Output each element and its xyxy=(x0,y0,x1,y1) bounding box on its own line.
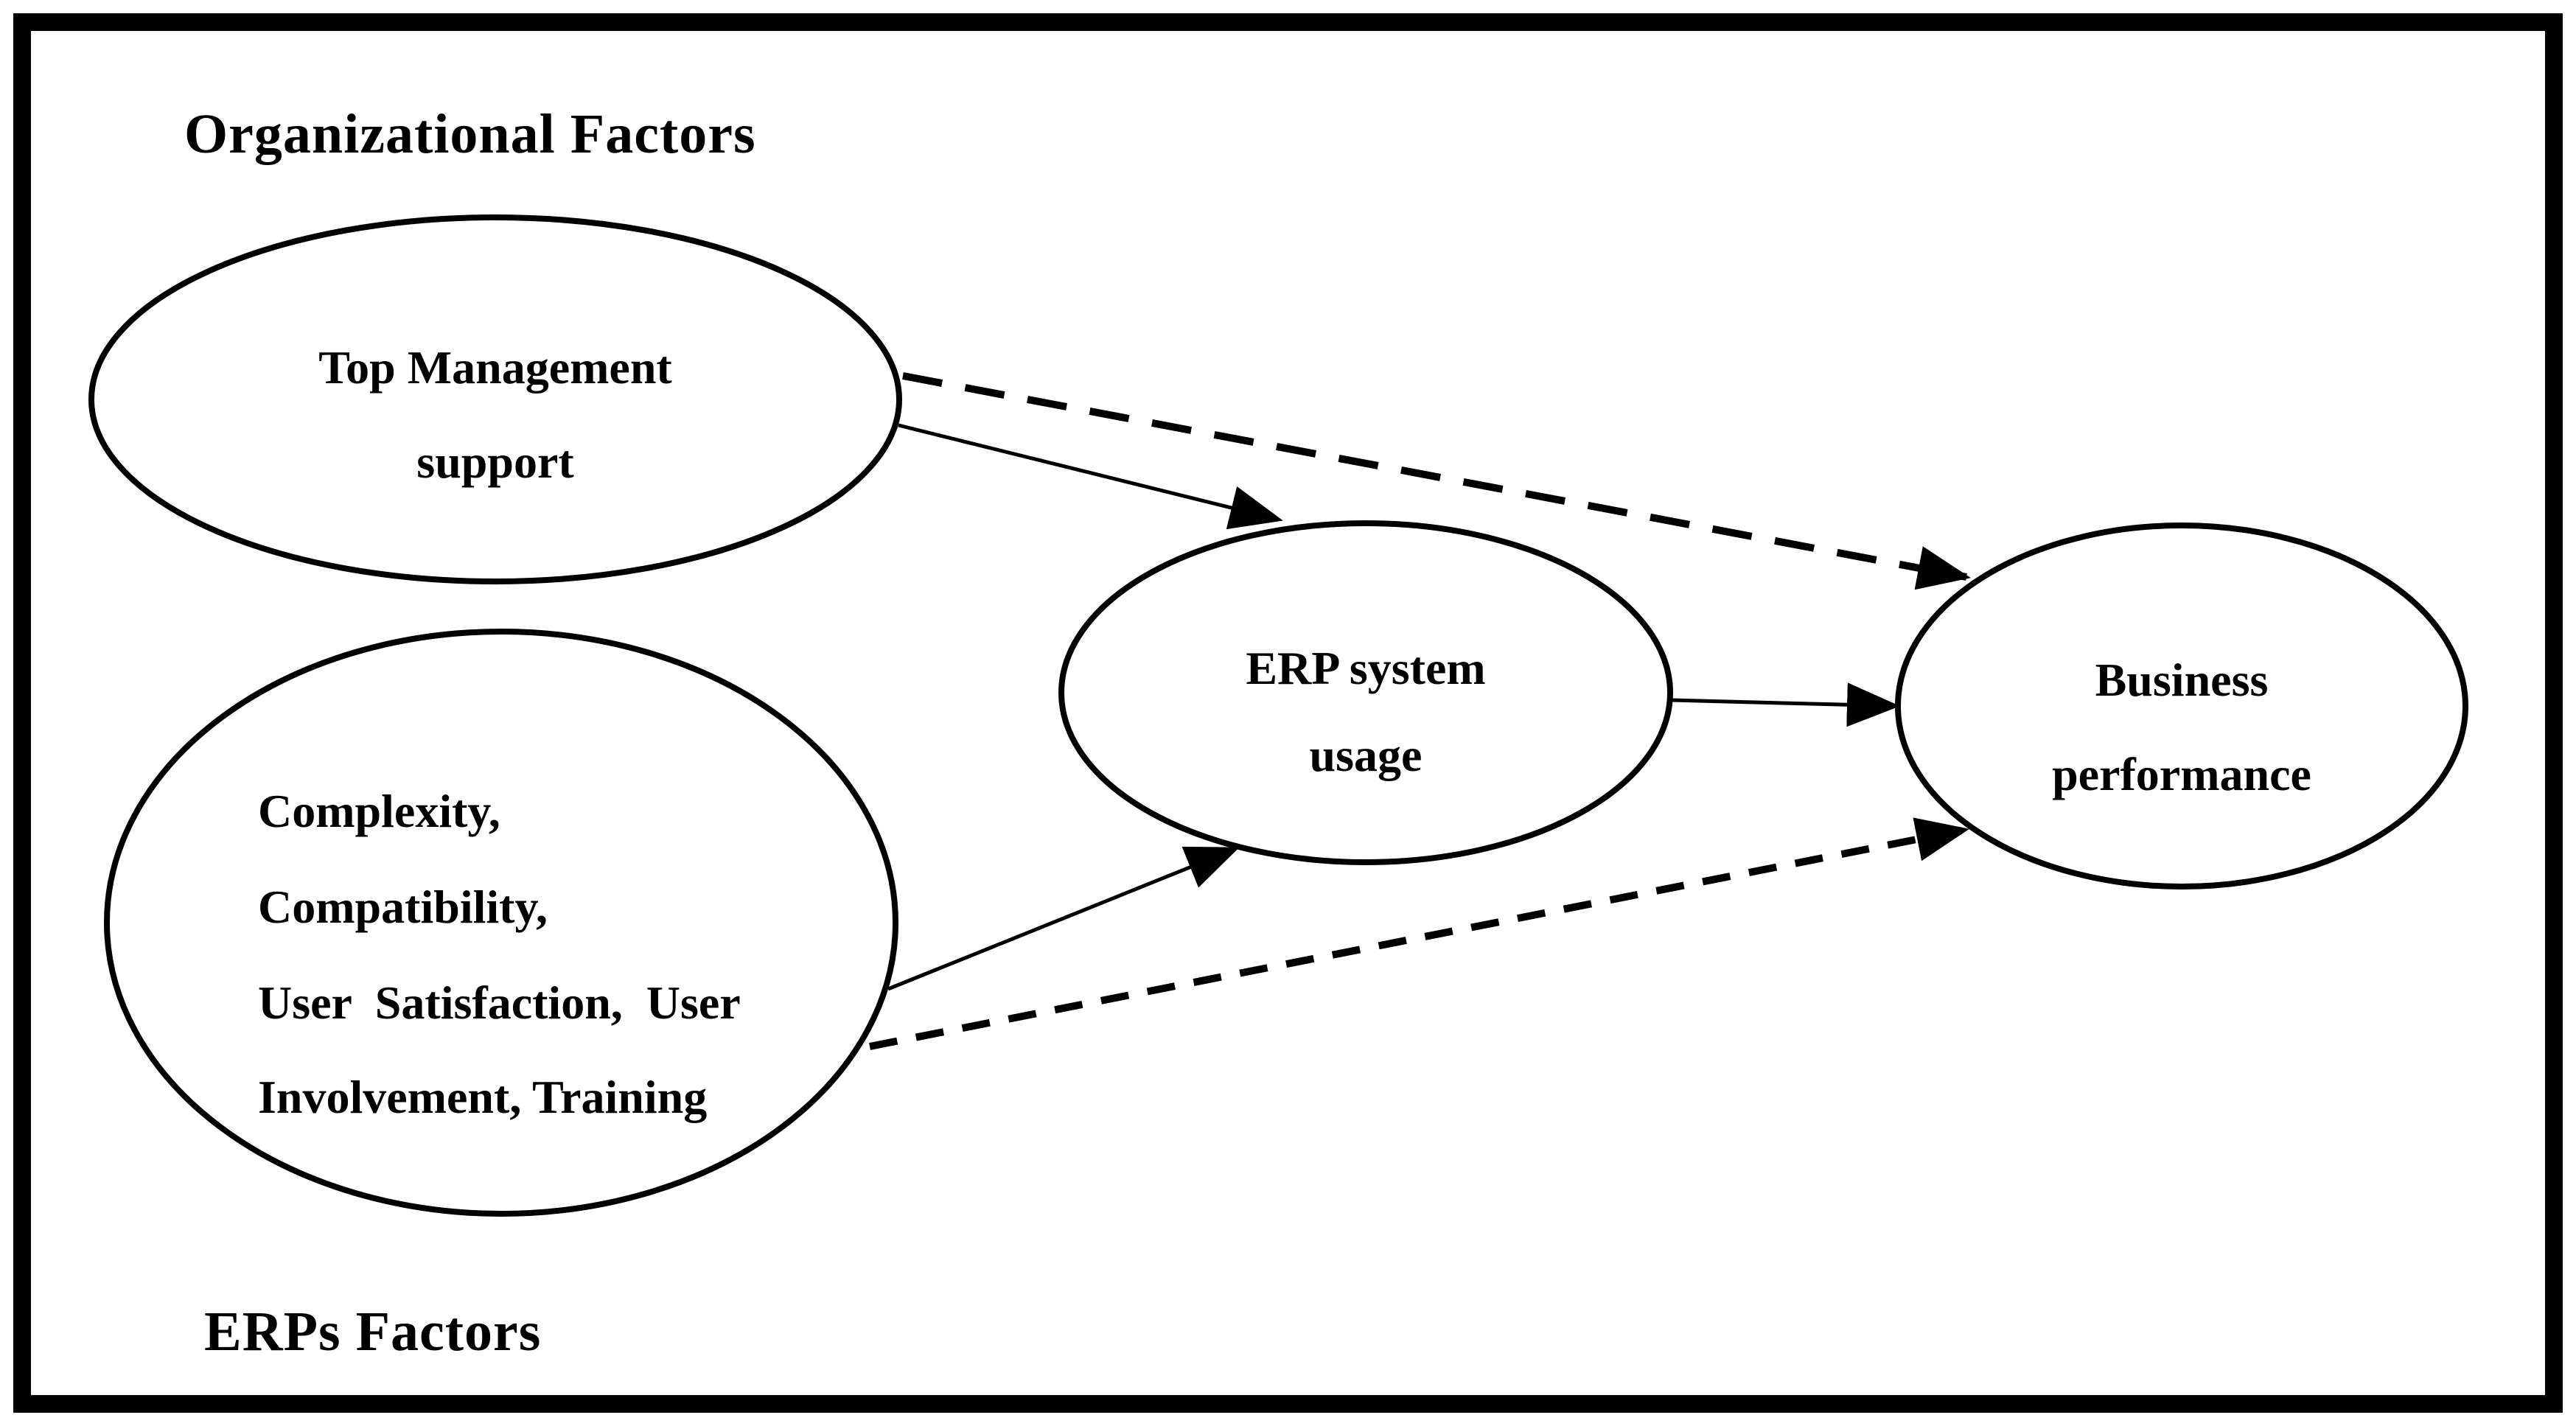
erp-system-usage-line-1: ERP system xyxy=(1246,642,1485,694)
node-business-performance: Business performance xyxy=(1895,522,2468,889)
erp-factors-line-3: User Satisfaction, User xyxy=(258,976,741,1029)
erp-system-usage-ellipse xyxy=(1058,520,1673,865)
business-performance-ellipse xyxy=(1895,522,2468,889)
erp-system-usage-line-2: usage xyxy=(1310,729,1423,781)
node-top-management-support: Top Management support xyxy=(88,214,902,584)
edge-erp-usage-to-business-performance xyxy=(1671,682,1900,727)
organizational-factors-label: Organizational Factors xyxy=(184,103,756,165)
erps-factors-label: ERPs Factors xyxy=(204,1301,541,1363)
edge-top-management-to-erp-usage xyxy=(898,423,1283,530)
outer-border xyxy=(13,13,2563,1413)
erp-factors-ellipse xyxy=(104,629,898,1217)
edge-erp-factors-to-erp-usage xyxy=(887,846,1240,991)
node-erp-factors: Complexity, Compatibility, User Satisfac… xyxy=(104,629,898,1217)
business-performance-line-2: performance xyxy=(2052,748,2311,800)
top-management-support-ellipse xyxy=(88,214,902,584)
erp-factors-line-4: Involvement, Training xyxy=(258,1071,707,1123)
top-management-support-line-1: Top Management xyxy=(318,341,672,394)
business-performance-line-1: Business xyxy=(2095,654,2269,706)
erp-factors-line-1: Complexity, xyxy=(258,785,500,837)
erp-factors-line-2: Compatibility, xyxy=(258,881,548,933)
edge-top-management-to-business-performance xyxy=(902,372,1971,590)
node-erp-system-usage: ERP system usage xyxy=(1058,520,1673,865)
top-management-support-line-2: support xyxy=(416,436,574,488)
